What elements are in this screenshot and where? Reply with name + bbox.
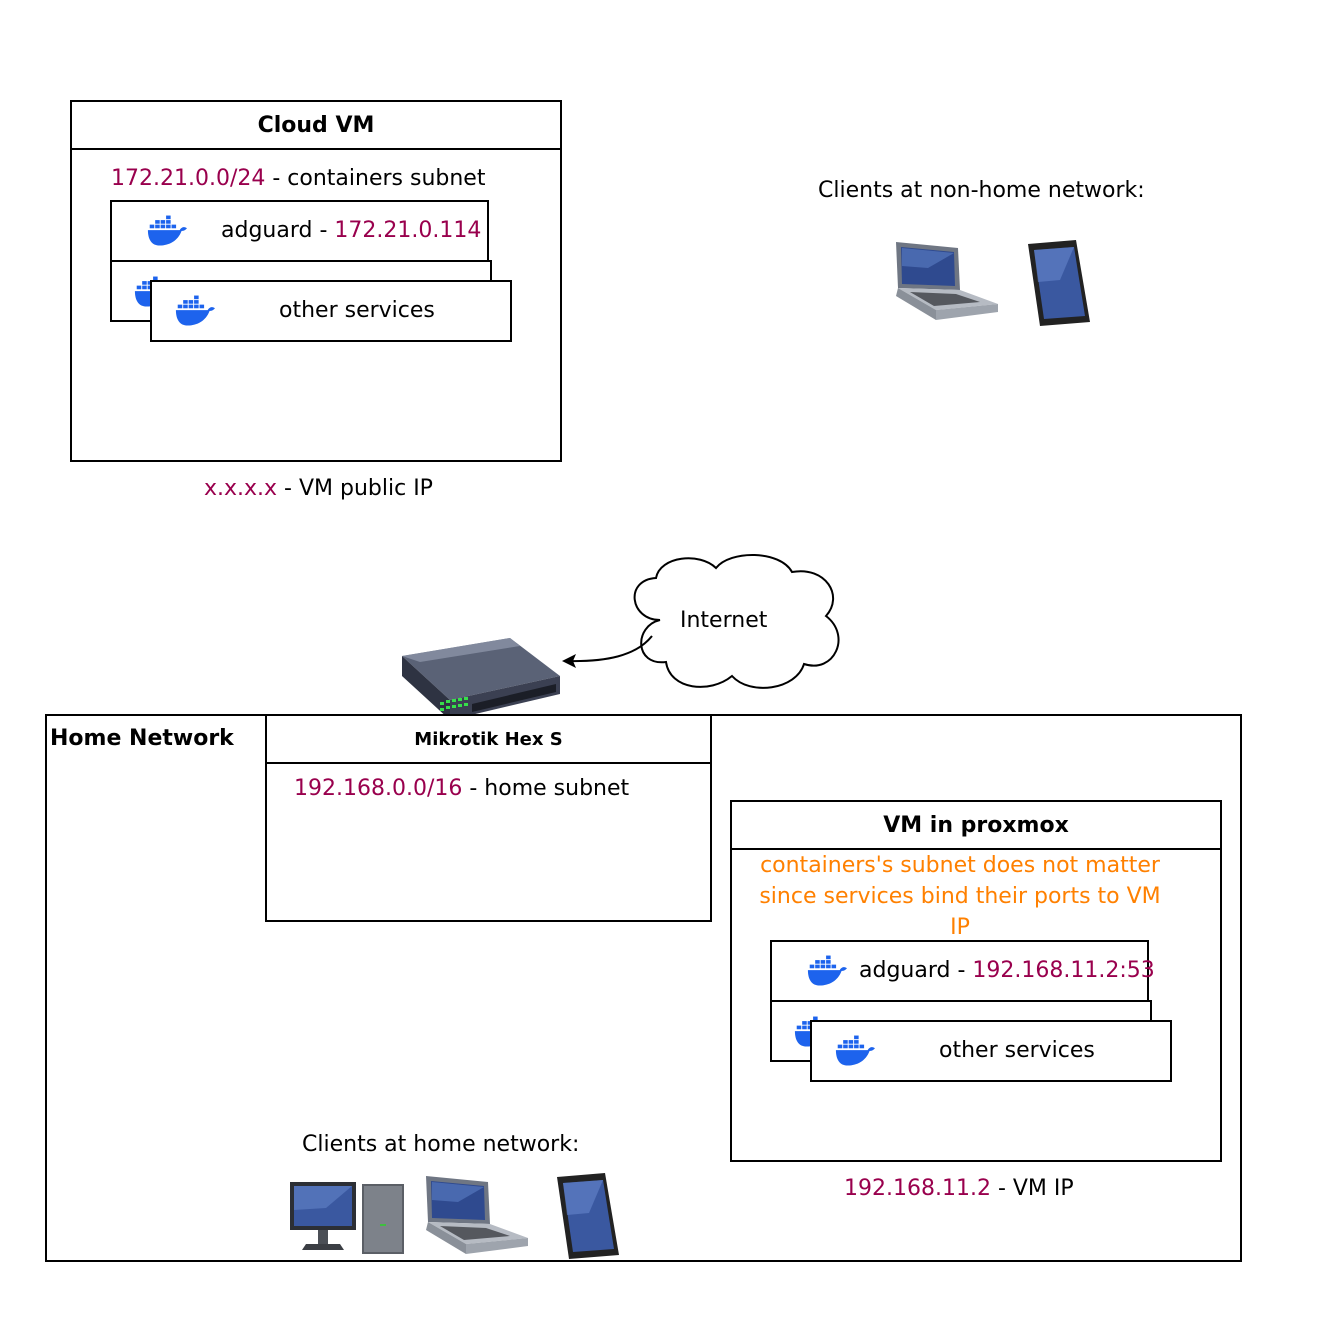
cloud-other-services: other services (279, 298, 435, 323)
home-subnet-ip: 192.168.0.0/16 (294, 776, 463, 801)
proxmox-vm-title: VM in proxmox (883, 813, 1069, 838)
proxmox-adguard-ip: 192.168.11.2:53 (972, 958, 1155, 983)
public-ip-value: x.x.x.x (204, 476, 278, 501)
docker-icon (147, 215, 187, 247)
cloud-vm-public-ip: x.x.x.x - VM public IP (204, 476, 433, 501)
cloud-vm-header: Cloud VM (72, 102, 560, 150)
note-line-1: containers's subnet does not matter (760, 853, 1160, 878)
cloud-adguard-label: adguard - 172.21.0.114 (221, 218, 481, 243)
cloud-adguard-ip: 172.21.0.114 (334, 218, 482, 243)
proxmox-container-card-adguard: adguard - 192.168.11.2:53 (770, 940, 1155, 1002)
router-title: Mikrotik Hex S (414, 729, 563, 750)
cloud-subnet-text: - containers subnet (265, 166, 486, 191)
proxmox-subnet-note: containers's subnet does not matter sinc… (740, 850, 1180, 943)
cloud-adguard-name: adguard - (221, 218, 335, 243)
note-line-3: IP (950, 915, 970, 940)
router-box: Mikrotik Hex S (265, 714, 712, 922)
proxmox-container-card-other: other services (810, 1020, 1172, 1082)
home-clients-label: Clients at home network: (302, 1132, 580, 1157)
laptop-icon (888, 240, 1000, 326)
note-line-2: since services bind their ports to VM (759, 884, 1161, 909)
remote-clients-label: Clients at non-home network: (818, 178, 1145, 203)
vm-ip-value: 192.168.11.2 (844, 1176, 991, 1201)
cloud-container-card-adguard: adguard - 172.21.0.114 (110, 200, 489, 262)
proxmox-vm-ip: 192.168.11.2 - VM IP (844, 1176, 1074, 1201)
home-subnet: 192.168.0.0/16 - home subnet (294, 776, 629, 801)
docker-icon (835, 1035, 875, 1067)
cloud-subnet-ip: 172.21.0.0/24 (111, 166, 266, 191)
proxmox-adguard-name: adguard - (859, 958, 973, 983)
home-network-title: Home Network (50, 726, 234, 751)
proxmox-other-services: other services (939, 1038, 1095, 1063)
home-subnet-text: - home subnet (462, 776, 630, 801)
public-ip-text: - VM public IP (277, 476, 433, 501)
network-switch-icon (402, 638, 560, 720)
laptop-icon (418, 1174, 530, 1260)
docker-icon (175, 295, 215, 327)
tablet-icon (1024, 240, 1094, 326)
router-header: Mikrotik Hex S (267, 716, 710, 764)
cloud-container-card-other: other services (150, 280, 512, 342)
internet-link-arrow (562, 635, 653, 668)
tablet-icon (553, 1173, 623, 1259)
internet-cloud-shape (633, 554, 840, 689)
desktop-pc-icon (290, 1178, 406, 1256)
internet-label: Internet (680, 608, 768, 633)
docker-icon (807, 955, 847, 987)
proxmox-adguard-label: adguard - 192.168.11.2:53 (859, 958, 1155, 983)
proxmox-vm-header: VM in proxmox (732, 802, 1220, 850)
cloud-vm-title: Cloud VM (257, 113, 375, 138)
vm-ip-text: - VM IP (990, 1176, 1074, 1201)
cloud-containers-subnet: 172.21.0.0/24 - containers subnet (111, 166, 485, 191)
